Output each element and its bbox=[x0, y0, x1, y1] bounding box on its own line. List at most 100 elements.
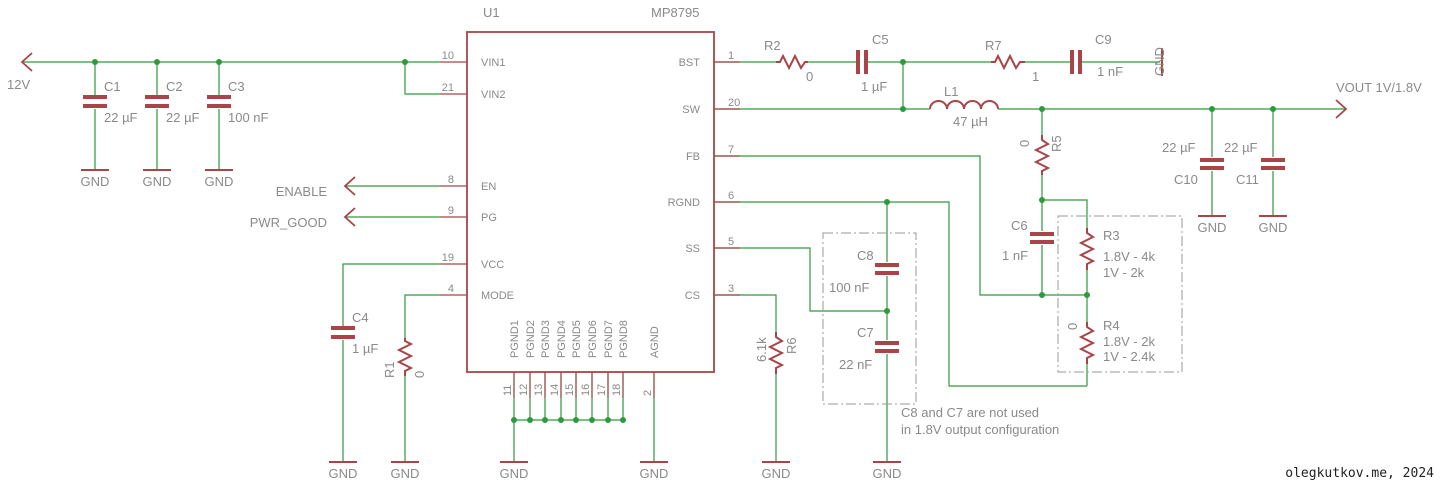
gnd-label: GND bbox=[1259, 220, 1288, 235]
r3-ref: R3 bbox=[1103, 228, 1120, 243]
net-pwr-good: PWR_GOOD bbox=[250, 215, 327, 230]
c3-value: 100 nF bbox=[228, 110, 269, 125]
pin-num: 1 bbox=[728, 50, 734, 62]
capacitor-c6: C6 1 nF bbox=[1002, 218, 1054, 263]
capacitor-c7: C7 22 nF bbox=[839, 325, 899, 372]
pin-name: PGND4 bbox=[556, 320, 568, 358]
c1-value: 22 µF bbox=[104, 110, 138, 125]
pin-num: 2 bbox=[642, 390, 654, 396]
inductor-l1: L1 47 µH bbox=[929, 84, 999, 129]
pin-name: VIN2 bbox=[481, 89, 505, 101]
pin-num: 21 bbox=[442, 82, 454, 94]
c7-value: 22 nF bbox=[839, 357, 872, 372]
c2-value: 22 µF bbox=[166, 110, 200, 125]
r5-value: 0 bbox=[1017, 140, 1032, 147]
c6-value: 1 nF bbox=[1002, 248, 1028, 263]
gnd-symbols bbox=[81, 169, 1287, 463]
r1-value: 0 bbox=[412, 371, 427, 378]
r7-ref: R7 bbox=[985, 38, 1002, 53]
wires bbox=[22, 61, 1345, 462]
c4-value: 1 µF bbox=[352, 341, 378, 356]
c8-value: 100 nF bbox=[829, 280, 870, 295]
net-12v: 12V bbox=[7, 77, 30, 92]
pin-num: 15 bbox=[564, 384, 576, 396]
net-vout: VOUT 1V/1.8V bbox=[1336, 80, 1422, 95]
pin-num: 10 bbox=[442, 50, 454, 62]
r4-ref: R4 bbox=[1103, 318, 1120, 333]
capacitor-c5: C5 1 µF bbox=[856, 32, 889, 94]
resistor-r6: 6.1k R6 bbox=[754, 332, 799, 374]
gnd-label: GND bbox=[391, 466, 420, 481]
gnd-label: GND bbox=[329, 466, 358, 481]
pin-num: 17 bbox=[596, 384, 608, 396]
ic-value: MP8795 bbox=[651, 5, 699, 20]
ic-u1: U1 MP8795 10 VIN1 21 VIN2 8 EN 9 PG 19 V… bbox=[440, 5, 740, 398]
gnd-labels: GND GND GND GND GND GND GND GND GND GND … bbox=[81, 174, 1288, 481]
capacitor-c4: C4 1 µF bbox=[331, 310, 378, 356]
gnd-symbol-c9: GND bbox=[1152, 47, 1167, 76]
pin-name: VCC bbox=[481, 259, 504, 271]
dashed-frame-c8-c7 bbox=[822, 232, 917, 405]
note-line-1: C8 and C7 are not used bbox=[901, 405, 1039, 420]
r6-ref: R6 bbox=[784, 337, 799, 354]
l1-ref: L1 bbox=[944, 84, 958, 99]
pin-name: SW bbox=[682, 104, 700, 116]
c1-ref: C1 bbox=[104, 79, 121, 94]
pin-name: PGND3 bbox=[540, 320, 552, 358]
pin-num: 6 bbox=[728, 190, 734, 202]
resistor-r3: R3 1.8V - 4k 1V - 2k bbox=[1078, 228, 1156, 280]
pin-name: PGND2 bbox=[525, 320, 537, 358]
capacitor-c10: 22 µF C10 bbox=[1162, 140, 1224, 187]
pin-num: 12 bbox=[518, 384, 530, 396]
gnd-label: GND bbox=[873, 466, 902, 481]
pin-name: PGND5 bbox=[571, 320, 583, 358]
r3-value-2: 1V - 2k bbox=[1103, 265, 1145, 280]
ic-ref: U1 bbox=[483, 5, 500, 20]
dashed-frame-r3-r4 bbox=[1057, 215, 1183, 373]
c2-ref: C2 bbox=[166, 79, 183, 94]
gnd-label: GND bbox=[81, 174, 110, 189]
resistor-r5: 0 R5 bbox=[1017, 135, 1064, 175]
c11-ref: C11 bbox=[1236, 172, 1259, 187]
r4-value-1: 1.8V - 2k bbox=[1103, 334, 1156, 349]
r7-value: 1 bbox=[1032, 69, 1039, 84]
pin-name: SS bbox=[685, 243, 700, 255]
gnd-label: GND bbox=[762, 466, 791, 481]
gnd-label: GND bbox=[500, 466, 529, 481]
l1-value: 47 µH bbox=[953, 114, 988, 129]
gnd-label: GND bbox=[143, 174, 172, 189]
resistor-r2: R2 0 bbox=[764, 38, 813, 84]
credit-text: olegkutkov.me, 2024 bbox=[1285, 466, 1434, 481]
pin-num: 16 bbox=[580, 384, 592, 396]
arrow-vout: VOUT 1V/1.8V bbox=[1335, 80, 1422, 119]
pin-num: 18 bbox=[611, 384, 623, 396]
r5-ref: R5 bbox=[1049, 135, 1064, 152]
c3-ref: C3 bbox=[228, 79, 245, 94]
pin-num: 13 bbox=[533, 384, 545, 396]
pin-name: AGND bbox=[649, 326, 661, 358]
net-enable: ENABLE bbox=[276, 184, 328, 199]
note-line-2: in 1.8V output configuration bbox=[901, 422, 1059, 437]
pin-num: 11 bbox=[502, 385, 514, 396]
c7-ref: C7 bbox=[857, 325, 874, 340]
pin-name: BST bbox=[679, 57, 701, 69]
gnd-label: GND bbox=[1152, 47, 1167, 76]
c5-value: 1 µF bbox=[861, 79, 887, 94]
c9-value: 1 nF bbox=[1097, 64, 1123, 79]
junction-dots bbox=[92, 59, 1276, 423]
capacitor-c9: C9 1 nF bbox=[1070, 32, 1123, 79]
resistor-r7: R7 1 bbox=[985, 38, 1039, 84]
c6-ref: C6 bbox=[1011, 218, 1028, 233]
capacitor-c2: C2 22 µF bbox=[145, 79, 200, 125]
pin-num: 7 bbox=[728, 144, 734, 156]
pin-num: 8 bbox=[448, 174, 454, 186]
pin-name: PG bbox=[481, 212, 497, 224]
resistor-r4: R4 0 1.8V - 2k 1V - 2.4k bbox=[1065, 318, 1156, 364]
c10-ref: C10 bbox=[1174, 172, 1198, 187]
gnd-label: GND bbox=[1198, 220, 1227, 235]
c9-ref: C9 bbox=[1095, 32, 1112, 47]
r2-value: 0 bbox=[806, 69, 813, 84]
capacitor-c3: C3 100 nF bbox=[207, 79, 269, 125]
r4-value-2: 1V - 2.4k bbox=[1103, 349, 1156, 364]
